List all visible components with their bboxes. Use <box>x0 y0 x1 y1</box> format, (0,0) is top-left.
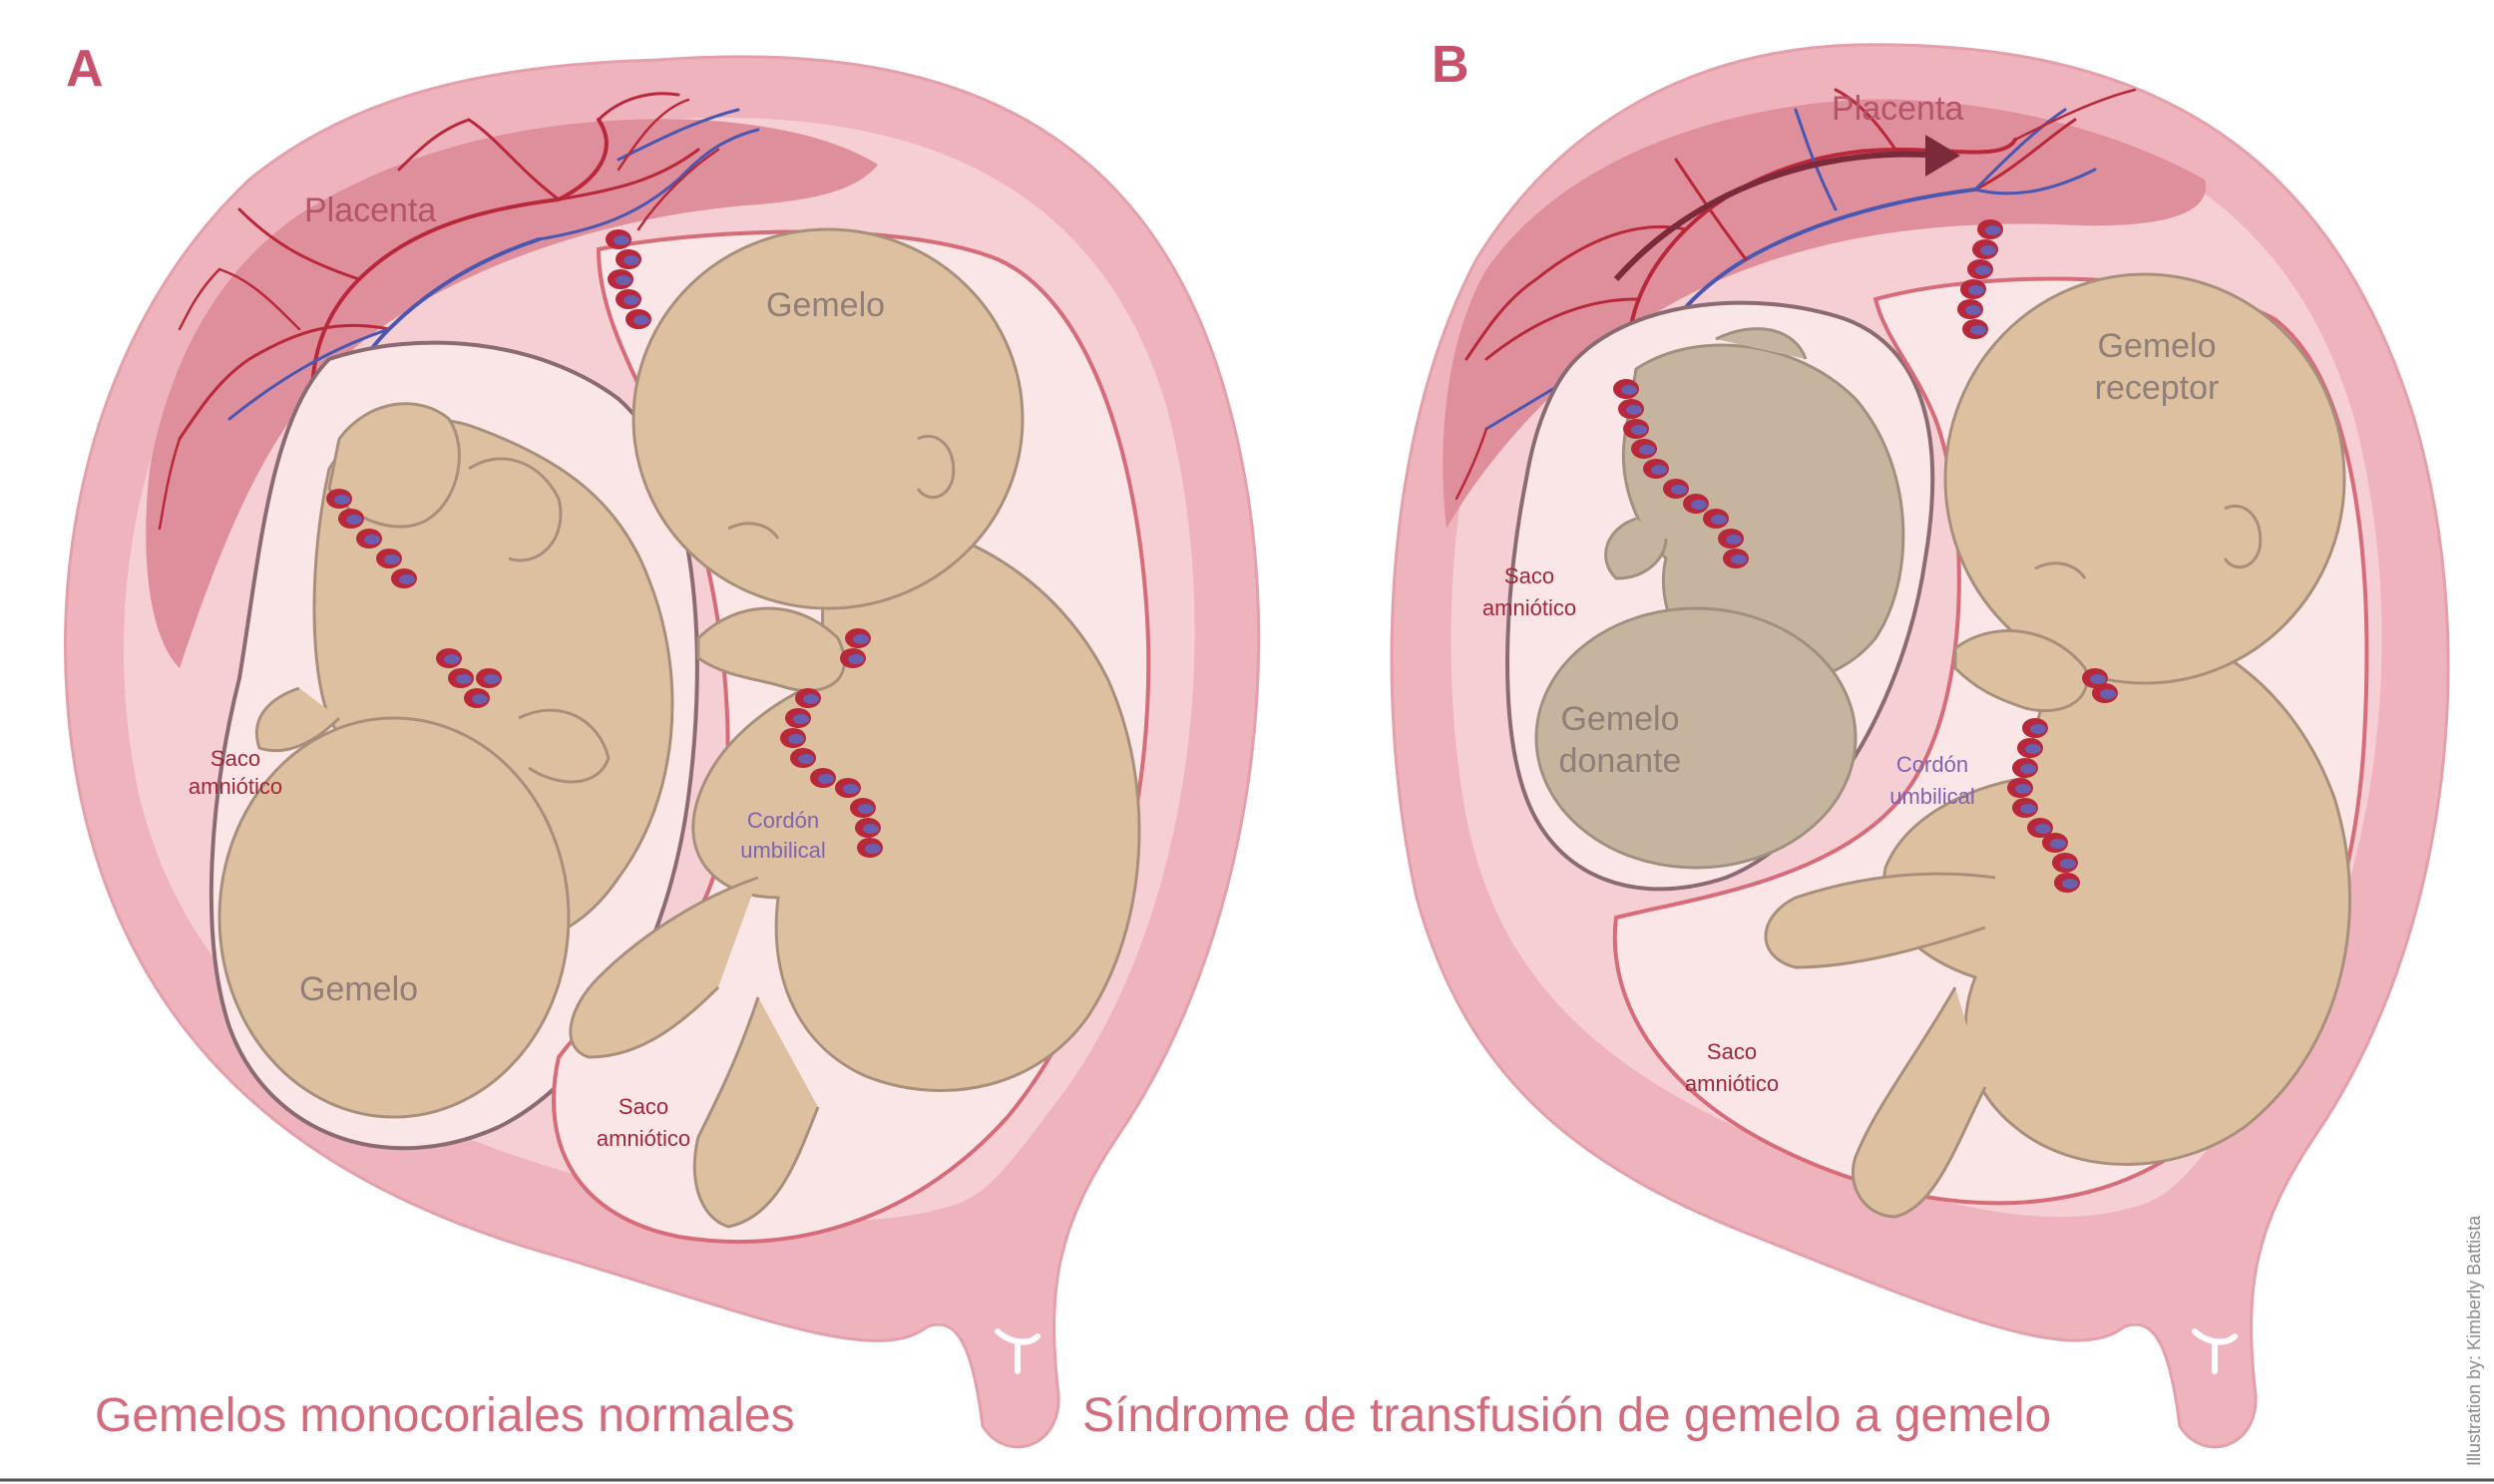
label-line: Cordón <box>747 808 819 833</box>
label-line: Gemelo <box>1560 700 1679 738</box>
fetus-left-a <box>217 402 674 1119</box>
placenta-b <box>1443 99 2206 529</box>
transfusion-arrow <box>1613 151 1926 281</box>
twin-label-right-a: Gemelo <box>766 286 885 324</box>
cord-label-b: Cordón umbilical <box>1889 752 1975 809</box>
label-line: donante <box>1559 742 1682 780</box>
label-line: amniótico <box>597 1126 690 1151</box>
label-line: amniótico <box>189 774 282 799</box>
caption-a: Gemelos monocoriales normales <box>95 1389 795 1442</box>
label-line: amniótico <box>1685 1071 1779 1096</box>
donor-label: Gemelo donante <box>1559 700 1682 780</box>
label-line: receptor <box>2095 369 2220 407</box>
fetus-recipient-b <box>1764 272 2351 1219</box>
panel-a: A Placenta Gemelo Gemelo Saco amniótico S… <box>64 40 1261 1449</box>
recipient-label: Gemelo receptor <box>2095 327 2220 407</box>
panel-letter-a: A <box>66 40 104 98</box>
sac-label-left-b: Saco amniótico <box>1482 563 1576 620</box>
cervix-b <box>2192 1328 2238 1374</box>
label-line: Saco <box>210 746 260 771</box>
panel-letter-b: B <box>1432 36 1469 94</box>
twin-label-left-a: Gemelo <box>299 970 418 1008</box>
fetus-right-a <box>569 227 1141 1229</box>
placenta-label-b: Placenta <box>1832 90 1963 128</box>
placenta-label-a: Placenta <box>304 191 436 229</box>
label-line: Saco <box>1504 563 1554 588</box>
cervix-a <box>995 1328 1040 1374</box>
label-line: umbilical <box>1889 784 1975 809</box>
sac-label-right-b: Saco amniótico <box>1685 1039 1779 1096</box>
label-line: umbilical <box>740 838 826 863</box>
sac-label-right-a: Saco amniótico <box>597 1094 690 1151</box>
label-line: amniótico <box>1482 595 1576 620</box>
label-line: Gemelo <box>2097 327 2216 365</box>
illustration-credit: Illustration by: Kimberly Battista <box>2464 1215 2484 1466</box>
label-line: Saco <box>619 1094 668 1119</box>
cord-label-a: Cordón umbilical <box>740 808 826 863</box>
label-line: Saco <box>1707 1039 1757 1064</box>
caption-b: Síndrome de transfusión de gemelo a geme… <box>1082 1389 2051 1442</box>
label-line: Cordón <box>1896 752 1968 777</box>
fetus-donor-b <box>1534 327 1905 870</box>
placenta-a <box>146 119 878 669</box>
sac-label-left-a: Saco amniótico <box>189 746 282 799</box>
